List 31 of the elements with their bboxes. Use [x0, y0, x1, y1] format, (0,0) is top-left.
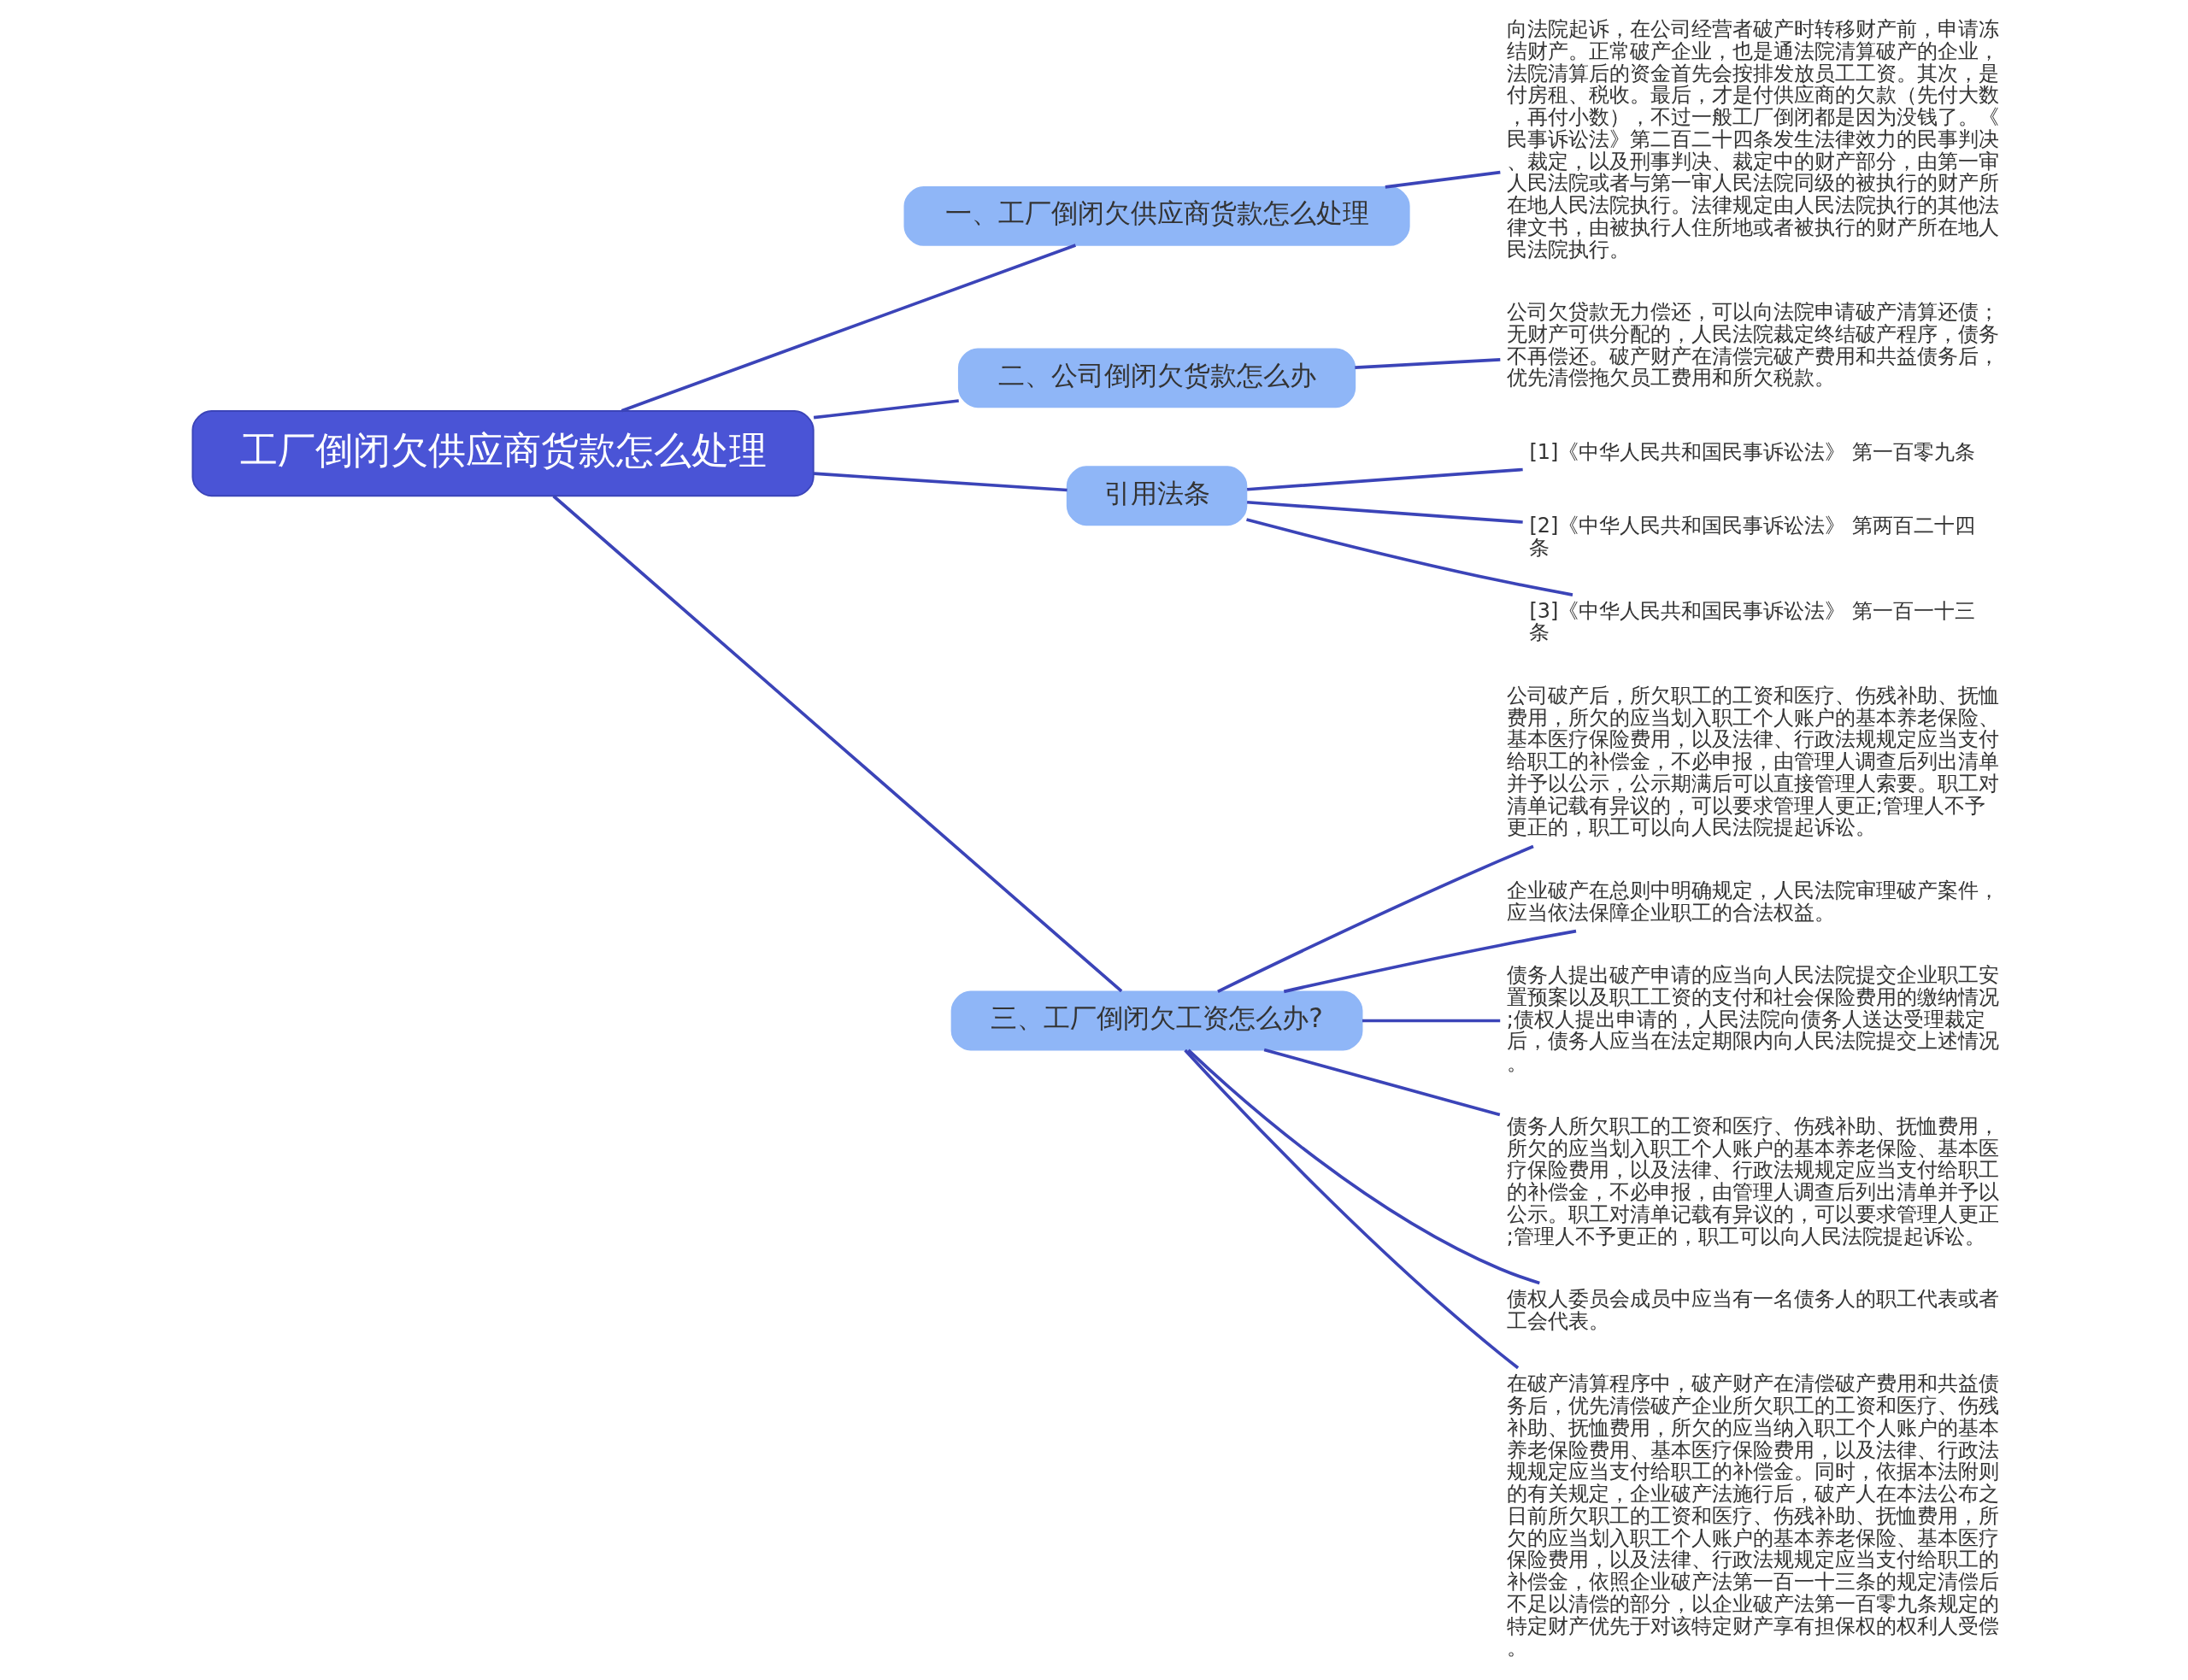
node-box: 三、工厂倒闭欠工资怎么办? [950, 990, 1363, 1051]
connector [1385, 170, 1501, 189]
connector [621, 244, 1077, 413]
connector [1246, 500, 1523, 524]
connector [1355, 358, 1501, 369]
node-text: 债务人所欠职工的工资和医疗、伤残补助、抚恤费用，所欠的应当划入职工个人账户的基本养老保险、基本医疗保险费用，以及法律、行政法规规定应当支付给职工的补偿金，不必申报，由管理人调查后列出清单并予以公示。职工对清单记载有异议的，可以要求管理人更正;管理人不予更正的，职工可以向人民法院提起诉讼。 [1506, 1113, 1999, 1248]
connector [1187, 1049, 1540, 1285]
connector [1362, 1019, 1501, 1023]
node-box: 一、工厂倒闭欠供应商货款怎么处理 [903, 186, 1410, 246]
connector [813, 399, 959, 420]
connector [1246, 518, 1573, 596]
node-box: 工厂倒闭欠供应商货款怎么处理 [191, 410, 815, 497]
connector [1247, 467, 1523, 491]
node-text: 在破产清算程序中，破产财产在清偿破产费用和共益债务后，优先清偿破产企业所欠职工的工资和医疗、伤残补助、抚恤费用，所欠的应当纳入职工个人账户的基本养老保险费用、基本医疗保险费用，以及法律、行政法规规定应当支付给职工的补偿金。同时，依据本法附则的有关规定，企业破产法施行后，破产人在本法公布之日前所欠职工的工资和医疗、伤残补助、抚恤费用，所欠的应当划入职工个人账户的基本养老保险、基本医疗保险费用，以及法律、行政法规规定应当支付给职工的补偿金，依照企业破产法第一百一十三条的规定清偿后不足以清偿的部分，以企业破产法第一百零九条规定的特定财产优先于对该特定财产享有担保权的权利人受偿。 [1506, 1372, 1999, 1660]
node-text: [2]《中华人民共和国民事诉讼法》 第两百二十四条 [1529, 514, 1975, 561]
connector [1217, 844, 1534, 993]
node-text: [3]《中华人民共和国民事诉讼法》 第一百一十三条 [1529, 598, 1975, 645]
node-text: 企业破产在总则中明确规定，人民法院审理破产案件，应当依法保障企业职工的合法权益。 [1506, 878, 1999, 925]
node-text: 债权人委员会成员中应当有一名债务人的职工代表或者工会代表。 [1506, 1287, 1999, 1333]
node-box: 二、公司倒闭欠货款怎么办 [957, 348, 1356, 408]
node-text: [1]《中华人民共和国民事诉讼法》 第一百零九条 [1529, 439, 1975, 464]
connector [1283, 929, 1577, 994]
node-text: 公司破产后，所欠职工的工资和医疗、伤残补助、抚恤费用，所欠的应当划入职工个人账户的基本养老保险、基本医疗保险费用，以及法律、行政法规规定应当支付给职工的补偿金，不必申报，由管理人调查后列出清单并予以公示，公示期满后可以直接管理人索要。职工对清单记载有异议的，可以要求管理人更正;管理人不予更正的，职工可以向人民法院提起诉讼。 [1506, 683, 1999, 840]
node-text: 向法院起诉，在公司经营者破产时转移财产前，申请冻结财产。正常破产企业，也是通法院清算破产的企业，法院清算后的资金首先会按排发放员工工资。其次，是付房租、税收。最后，才是付供应商的欠款（先付大数，再付小数），不过一般工厂倒闭都是因为没钱了。《民事诉讼法》第二百二十四条发生法律效力的民事判决、裁定，以及刑事判决、裁定中的财产部分，由第一审人民法院或者与第一审人民法院同级的被执行的财产所在地人民法院执行。法律规定由人民法院执行的其他法律文书，由被执行人住所地或者被执行的财产所在地人民法院执行。 [1506, 17, 1999, 261]
connector [1263, 1048, 1501, 1117]
connector [1184, 1049, 1520, 1370]
connector [813, 472, 1068, 492]
node-box: 引用法条 [1066, 466, 1248, 526]
node-text: 债务人提出破产申请的应当向人民法院提交企业职工安置预案以及职工工资的支付和社会保险费用的缴纳情况;债权人提出申请的，人民法院向债务人送达受理裁定后，债务人应当在法定期限内向人民法院提交上述情况。 [1506, 963, 1999, 1076]
connector [552, 495, 1123, 993]
node-text: 公司欠贷款无力偿还，可以向法院申请破产清算还债；无财产可供分配的，人民法院裁定终结破产程序，债务不再偿还。破产财产在清偿完破产费用和共益债务后，优先清偿拖欠员工费用和所欠税款。 [1506, 300, 1999, 391]
